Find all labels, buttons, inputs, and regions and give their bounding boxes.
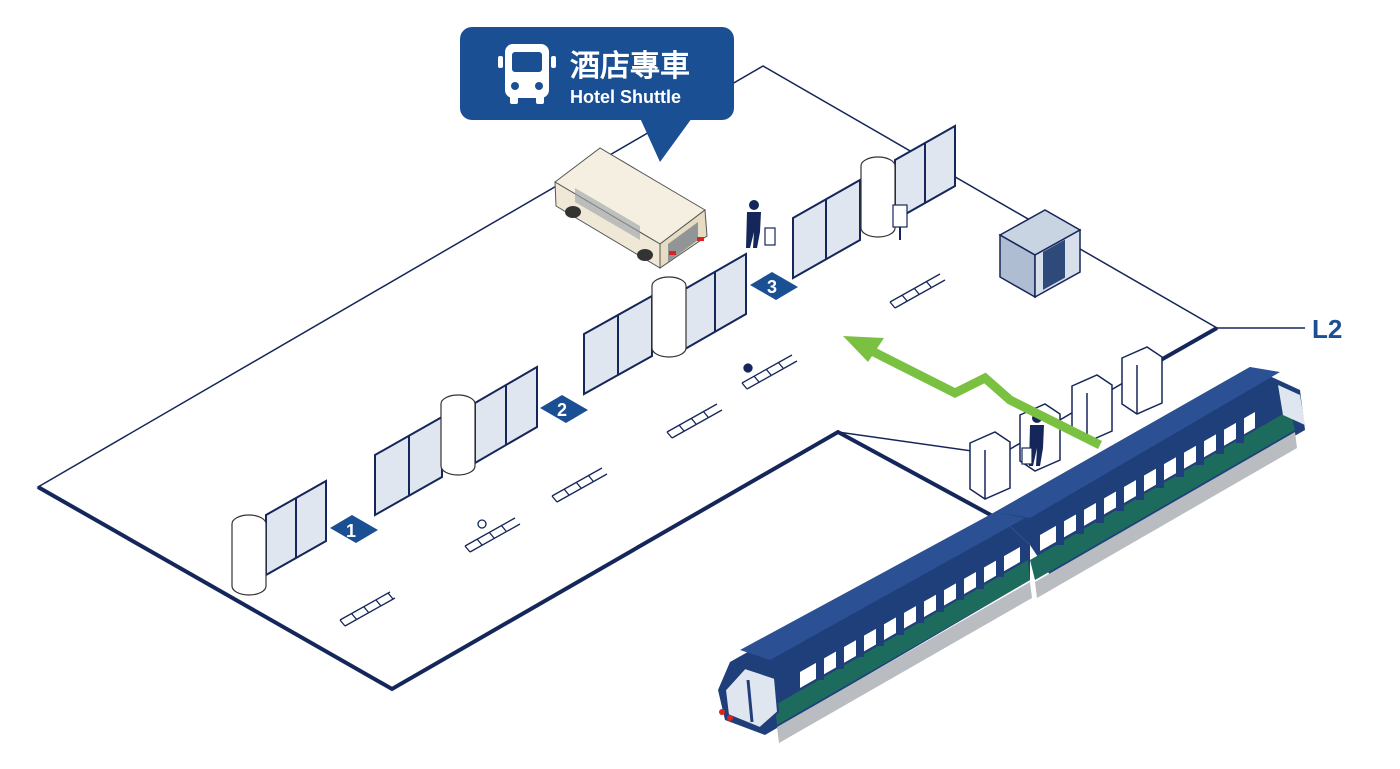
bay-badge-1: 1 bbox=[330, 515, 378, 543]
glass-partition bbox=[374, 365, 538, 517]
hotel-shuttle-bus bbox=[554, 147, 708, 269]
floor-front-edge bbox=[37, 429, 1001, 692]
bay-badge-3: 3 bbox=[750, 272, 798, 300]
elevator bbox=[998, 209, 1082, 299]
callout-title-en: Hotel Shuttle bbox=[570, 87, 681, 107]
bay-badges: 1 2 3 bbox=[330, 272, 798, 543]
glass-partition bbox=[792, 124, 956, 280]
bench bbox=[741, 354, 798, 390]
route-arrow bbox=[843, 336, 1103, 450]
glass-door-partitions bbox=[231, 124, 956, 596]
ticket-gate bbox=[1121, 346, 1163, 415]
airport-express-train bbox=[718, 367, 1305, 743]
bench bbox=[889, 273, 946, 309]
train-car-rear bbox=[995, 367, 1305, 598]
bay-badge-2: 2 bbox=[540, 395, 588, 423]
floor-platform: L2 bbox=[36, 65, 1342, 692]
traveller-with-luggage bbox=[746, 200, 776, 248]
bench bbox=[666, 403, 723, 439]
svg-text:2: 2 bbox=[557, 400, 567, 420]
sign-stand bbox=[892, 204, 908, 240]
train-car-front bbox=[718, 512, 1032, 743]
glass-partition bbox=[231, 479, 327, 596]
svg-text:1: 1 bbox=[346, 521, 356, 541]
bench bbox=[551, 467, 608, 503]
bench bbox=[339, 591, 396, 627]
bus-icon bbox=[498, 44, 556, 104]
people bbox=[746, 200, 1044, 466]
benches bbox=[339, 273, 946, 627]
traveller-at-gate bbox=[1021, 413, 1044, 466]
level-label: L2 bbox=[1312, 314, 1342, 344]
ticket-gate bbox=[969, 431, 1011, 500]
svg-text:3: 3 bbox=[767, 277, 777, 297]
bench bbox=[464, 517, 521, 553]
hotel-shuttle-callout: 酒店專車 Hotel Shuttle bbox=[460, 27, 734, 162]
glass-partition bbox=[583, 252, 747, 396]
callout-title-zh: 酒店專車 bbox=[570, 49, 690, 84]
floor-right-edge bbox=[1151, 326, 1218, 367]
